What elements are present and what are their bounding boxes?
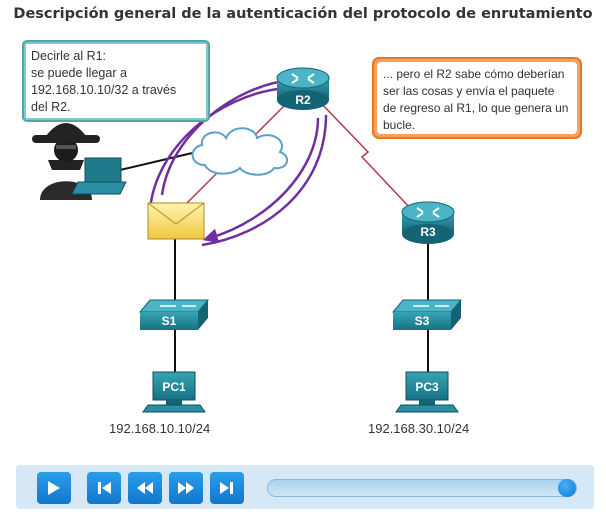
rewind-icon	[137, 482, 153, 494]
router-r2-icon	[276, 67, 330, 110]
r2-callout: ... pero el R2 sabe cómo deberían ser la…	[372, 57, 582, 139]
switch-s1-label: S1	[162, 314, 177, 328]
animation-player	[16, 465, 594, 509]
progress-track[interactable]	[267, 479, 577, 497]
restart-button[interactable]	[87, 472, 121, 504]
skip-to-end-icon	[220, 482, 233, 494]
pc3-icon	[395, 371, 459, 413]
switch-s1-icon	[138, 299, 210, 330]
progress-handle[interactable]	[558, 479, 576, 497]
router-r3-icon	[401, 201, 455, 244]
skip-to-end-button[interactable]	[210, 472, 244, 504]
play-button[interactable]	[37, 472, 71, 504]
pc1-label: PC1	[162, 380, 186, 394]
fast-forward-button[interactable]	[169, 472, 203, 504]
switch-s3-icon	[391, 299, 463, 330]
pc3-label: PC3	[415, 380, 439, 394]
rewind-button[interactable]	[128, 472, 162, 504]
play-icon	[48, 481, 60, 495]
attacker-callout-line: se puede llegar a	[31, 66, 127, 80]
attacker-callout-line: Decirle al R1:	[31, 49, 107, 63]
envelope-icon	[147, 202, 205, 240]
link-attacker-cloud	[119, 149, 206, 171]
router-r2-label: R2	[295, 93, 311, 107]
attacker-callout-line: del R2.	[31, 100, 71, 114]
r2-callout-text: ... pero el R2 sabe cómo deberían ser la…	[377, 62, 577, 134]
router-r3-label: R3	[420, 225, 436, 239]
network-diagram: R2 R3 S1 S3 PC1 PC3	[32, 67, 463, 413]
pc3-ip-address: 192.168.30.10/24	[368, 421, 470, 436]
switch-s3-label: S3	[415, 314, 430, 328]
pc1-ip-address: 192.168.10.10/24	[109, 421, 211, 436]
link-r2-r3-serial	[317, 99, 413, 211]
pc1-icon	[142, 371, 206, 413]
attacker-callout-line: 192.168.10.10/32 a través	[31, 83, 177, 97]
page-title: Descripción general de la autenticación …	[13, 6, 593, 22]
fast-forward-icon	[178, 482, 194, 494]
attacker-icon	[32, 123, 100, 200]
attacker-callout: Decirle al R1: se puede llegar a 192.168…	[22, 40, 210, 122]
laptop-icon	[71, 157, 127, 195]
cloud-icon	[191, 127, 289, 176]
skip-to-start-icon	[98, 482, 111, 494]
